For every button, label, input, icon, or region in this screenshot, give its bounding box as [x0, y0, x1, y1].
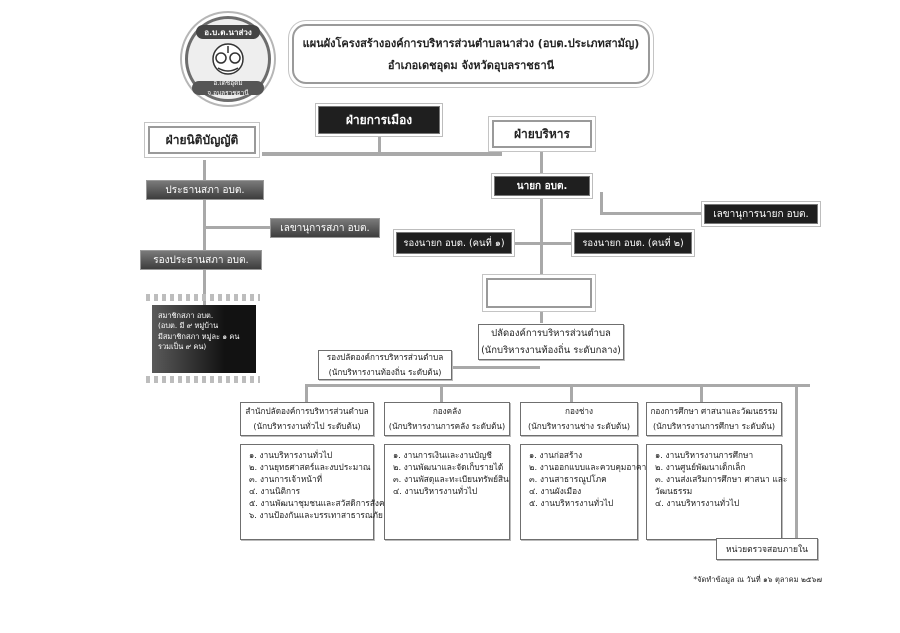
internal-audit-label: หน่วยตรวจสอบภายใน [725, 545, 808, 555]
task-item: ๒. งานศูนย์พัฒนาเด็กเล็ก [655, 462, 746, 473]
seal-bottom-text: อ.เดชอุดม จ.อุบลราชธานี [192, 79, 264, 97]
deputy-chief-box: รองปลัดองค์การบริหารส่วนตำบล (นักบริหารง… [318, 350, 452, 380]
deputy-mayor-1-box: รองนายก อบต. (คนที่ ๑) [396, 232, 512, 254]
council-members-box: สมาชิกสภา อบต. (อบต. มี ๙ หมู่บ้าน มีสมา… [152, 305, 256, 373]
task-item: ๔. งานบริหารงานทั่วไป [393, 486, 478, 497]
connector-political-down [378, 132, 381, 154]
task-item: ๖. งานป้องกันและบรรเทาสาธารณภัย [249, 510, 383, 521]
council-members-line: รวมเป็น ๙ คน) [158, 342, 207, 352]
division-level: (นักบริหารงานทั่วไป ระดับต้น) [253, 421, 361, 431]
council-vice-president-label: รองประธานสภา อบต. [153, 254, 249, 266]
task-item: ๑. งานบริหารงานทั่วไป [249, 450, 333, 460]
deputy-chief-level: (นักบริหารงานท้องถิ่น ระดับต้น) [328, 367, 442, 377]
council-secretary-label: เลขานุการสภา อบต. [280, 222, 370, 234]
legislative-label: ฝ่ายนิติบัญญัติ [165, 132, 239, 147]
deputy-mayor-1-label: รองนายก อบต. (คนที่ ๑) [403, 237, 505, 249]
deputy-mayor-2-label: รองนายก อบต. (คนที่ ๒) [582, 237, 684, 249]
division-tasks-finance: ๑. งานการเงินและงานบัญชี ๒. งานพัฒนาและจ… [384, 444, 510, 540]
connector-division-2 [440, 384, 443, 404]
political-wing-box: ฝ่ายการเมือง [318, 106, 440, 134]
task-item: ๔. งานบริหารงานทั่วไป [655, 498, 740, 509]
task-item: ๒. งานยุทธศาสตร์และงบประมาณ [249, 462, 371, 473]
task-item: ๓. งานสาธารณูปโภค [529, 474, 607, 485]
connector-division-4 [700, 384, 703, 404]
mayor-box: นายก อบต. [494, 176, 590, 196]
connector-mayor-secretary-down [600, 192, 603, 214]
connector-division-1 [305, 384, 308, 404]
connector-division-3 [570, 384, 573, 404]
council-secretary-box: เลขานุการสภา อบต. [270, 218, 380, 238]
empty-position-frame [486, 278, 592, 308]
connector-executive-vertical [540, 148, 543, 323]
task-item: ๓. งานส่งเสริมการศึกษา ศาสนา และ [655, 474, 788, 485]
division-level: (นักบริหารงานช่าง ระดับต้น) [527, 421, 631, 431]
chief-administrator-title: ปลัดองค์การบริหารส่วนตำบล [491, 328, 611, 339]
executive-box: ฝ่ายบริหาร [492, 120, 592, 148]
chart-title-line1: แผนผังโครงสร้างองค์การบริหารส่วนตำบลนาส่… [302, 37, 640, 50]
task-item: ๔. งานนิติการ [249, 486, 301, 497]
council-members-line: มีสมาชิกสภา หมู่ละ ๑ คน [158, 331, 240, 341]
deputy-chief-title: รองปลัดองค์การบริหารส่วนตำบล [326, 352, 444, 362]
division-tasks-engineering: ๑. งานก่อสร้าง ๒. งานออกแบบและควบคุมอาคา… [520, 444, 651, 540]
division-name: กองการศึกษา ศาสนาและวัฒนธรรม [650, 406, 778, 416]
task-item: วัฒนธรรม [655, 486, 693, 497]
connector-council-secretary [205, 226, 271, 229]
division-header-education: กองการศึกษา ศาสนาและวัฒนธรรม (นักบริหารง… [646, 402, 782, 436]
chief-administrator-level: (นักบริหารงานท้องถิ่น ระดับกลาง) [481, 345, 621, 356]
chief-administrator-box: ปลัดองค์การบริหารส่วนตำบล (นักบริหารงานท… [478, 324, 624, 360]
task-item: ๒. งานพัฒนาและจัดเก็บรายได้ [393, 462, 504, 473]
executive-label: ฝ่ายบริหาร [514, 126, 570, 141]
connector-political-horizontal [262, 152, 502, 156]
division-tasks-office: ๑. งานบริหารงานทั่วไป ๒. งานยุทธศาสตร์แล… [240, 444, 390, 540]
task-item: ๑. งานการเงินและงานบัญชี [393, 450, 492, 460]
division-name: สำนักปลัดองค์การบริหารส่วนตำบล [245, 406, 369, 416]
mayor-secretary-box: เลขานุการนายก อบต. [704, 204, 818, 224]
organization-seal: อ.บ.ต.นาส่วง อ.เดชอุดม จ.อุบลราชธานี [185, 16, 271, 102]
council-president-label: ประธานสภา อบต. [165, 184, 245, 196]
connector-deputies [470, 242, 620, 245]
division-name: กองคลัง [432, 406, 462, 416]
seal-emblem-icon [208, 41, 248, 77]
division-header-engineering: กองช่าง (นักบริหารงานช่าง ระดับต้น) [520, 402, 638, 436]
task-item: ๕. งานพัฒนาชุมชนและสวัสดิการสังคม [249, 498, 390, 509]
task-item: ๑. งานบริหารงานการศึกษา [655, 450, 754, 460]
division-header-finance: กองคลัง (นักบริหารงานการคลัง ระดับต้น) [384, 402, 510, 436]
legislative-box: ฝ่ายนิติบัญญัติ [148, 126, 256, 154]
division-level: (นักบริหารงานการศึกษา ระดับต้น) [652, 421, 776, 431]
task-item: ๓. งานพัสดุและทะเบียนทรัพย์สิน [393, 474, 509, 485]
footnote: *จัดทำข้อมูล ณ วันที่ ๑๖ ตุลาคม ๒๕๖๗ [693, 575, 822, 584]
task-item: ๒. งานออกแบบและควบคุมอาคาร [529, 462, 651, 473]
division-name: กองช่าง [564, 406, 594, 416]
division-header-office: สำนักปลัดองค์การบริหารส่วนตำบล (นักบริหา… [240, 402, 374, 436]
chart-title-line2: อำเภอเดชอุดม จังหวัดอุบลราชธานี [387, 59, 555, 72]
task-item: ๕. งานบริหารงานทั่วไป [529, 498, 614, 509]
connector-audit [795, 384, 798, 539]
internal-audit-box: หน่วยตรวจสอบภายใน [716, 538, 818, 560]
connector-mayor-secretary [600, 212, 702, 215]
council-members-line: สมาชิกสภา อบต. [158, 311, 214, 320]
connector-deputy-chief [452, 366, 540, 369]
seal-top-text: อ.บ.ต.นาส่วง [196, 25, 260, 39]
members-ornament-top [146, 294, 260, 301]
chart-title-box: แผนผังโครงสร้างองค์การบริหารส่วนตำบลนาส่… [292, 24, 650, 84]
task-item: ๓. งานการเจ้าหน้าที่ [249, 474, 323, 485]
council-president-box: ประธานสภา อบต. [146, 180, 264, 200]
members-ornament-bottom [146, 376, 260, 383]
council-vice-president-box: รองประธานสภา อบต. [140, 250, 262, 270]
deputy-mayor-2-box: รองนายก อบต. (คนที่ ๒) [574, 232, 692, 254]
task-item: ๔. งานผังเมือง [529, 486, 582, 497]
division-level: (นักบริหารงานการคลัง ระดับต้น) [388, 421, 506, 431]
mayor-label: นายก อบต. [516, 180, 568, 192]
division-tasks-education: ๑. งานบริหารงานการศึกษา ๒. งานศูนย์พัฒนา… [646, 444, 788, 540]
mayor-secretary-label: เลขานุการนายก อบต. [713, 208, 809, 220]
connector-legislative-vertical [203, 160, 206, 305]
council-members-line: (อบต. มี ๙ หมู่บ้าน [158, 321, 219, 331]
connector-divisions-horizontal [305, 384, 810, 387]
task-item: ๑. งานก่อสร้าง [529, 450, 583, 460]
political-wing-label: ฝ่ายการเมือง [345, 112, 413, 127]
